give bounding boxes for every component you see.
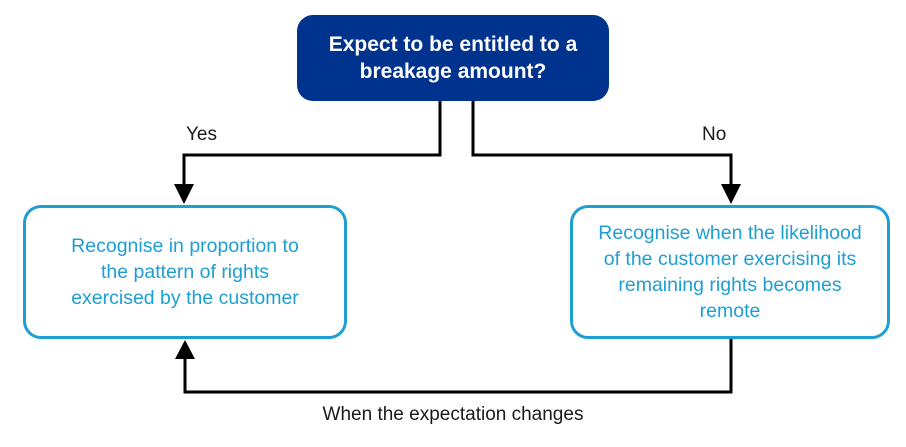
yes-connector-line bbox=[182, 101, 442, 186]
no-connector bbox=[471, 101, 741, 204]
remote-recognition-box: Recognise when the likelihood of the cus… bbox=[570, 205, 890, 339]
loop-connector bbox=[175, 339, 733, 394]
arrowhead-icon bbox=[174, 184, 194, 204]
arrowhead-icon bbox=[175, 340, 195, 359]
no-connector-line bbox=[471, 101, 733, 186]
proportional-recognition-text: Recognise in proportion to the pattern o… bbox=[71, 235, 299, 309]
arrowhead-icon bbox=[721, 184, 741, 204]
question-box: Expect to be entitled to a breakage amou… bbox=[297, 15, 609, 101]
proportional-recognition-box: Recognise in proportion to the pattern o… bbox=[23, 205, 347, 339]
expectation-change-label: When the expectation changes bbox=[322, 404, 584, 425]
no-label: No bbox=[702, 124, 727, 145]
yes-connector bbox=[174, 101, 442, 204]
loop-connector-line bbox=[183, 339, 733, 394]
remote-recognition-text: Recognise when the likelihood of the cus… bbox=[598, 222, 862, 322]
yes-label: Yes bbox=[186, 124, 217, 145]
question-text: Expect to be entitled to a breakage amou… bbox=[328, 33, 578, 83]
